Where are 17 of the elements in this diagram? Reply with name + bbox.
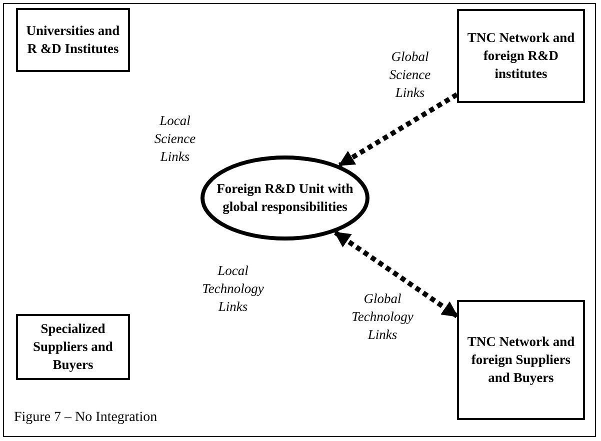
entity-box: [16, 314, 130, 380]
dashed-arrow: [334, 230, 458, 318]
entity-box: [457, 300, 585, 420]
figure-caption: Figure 7 – No Integration: [14, 410, 158, 426]
node-text: Specialized Suppliers and Buyers: [32, 320, 114, 374]
link-label: Global Technology Links: [350, 290, 414, 344]
node-text: Foreign R&D Unit with global responsibilities: [216, 180, 354, 216]
link-label: Local Technology Links: [201, 262, 265, 316]
dashed-arrow: [338, 92, 458, 168]
link-label: Global Science Links: [388, 48, 432, 102]
unit-ellipse: [200, 155, 370, 241]
entity-box: [16, 8, 130, 72]
node-text: TNC Network and foreign Suppliers and Buyers: [466, 332, 576, 388]
node-text: TNC Network and foreign R&D institutes: [466, 28, 576, 84]
entity-box: [457, 9, 585, 103]
link-label: Local Science Links: [153, 112, 197, 166]
node-text: Universities and R &D Institutes: [25, 22, 121, 58]
